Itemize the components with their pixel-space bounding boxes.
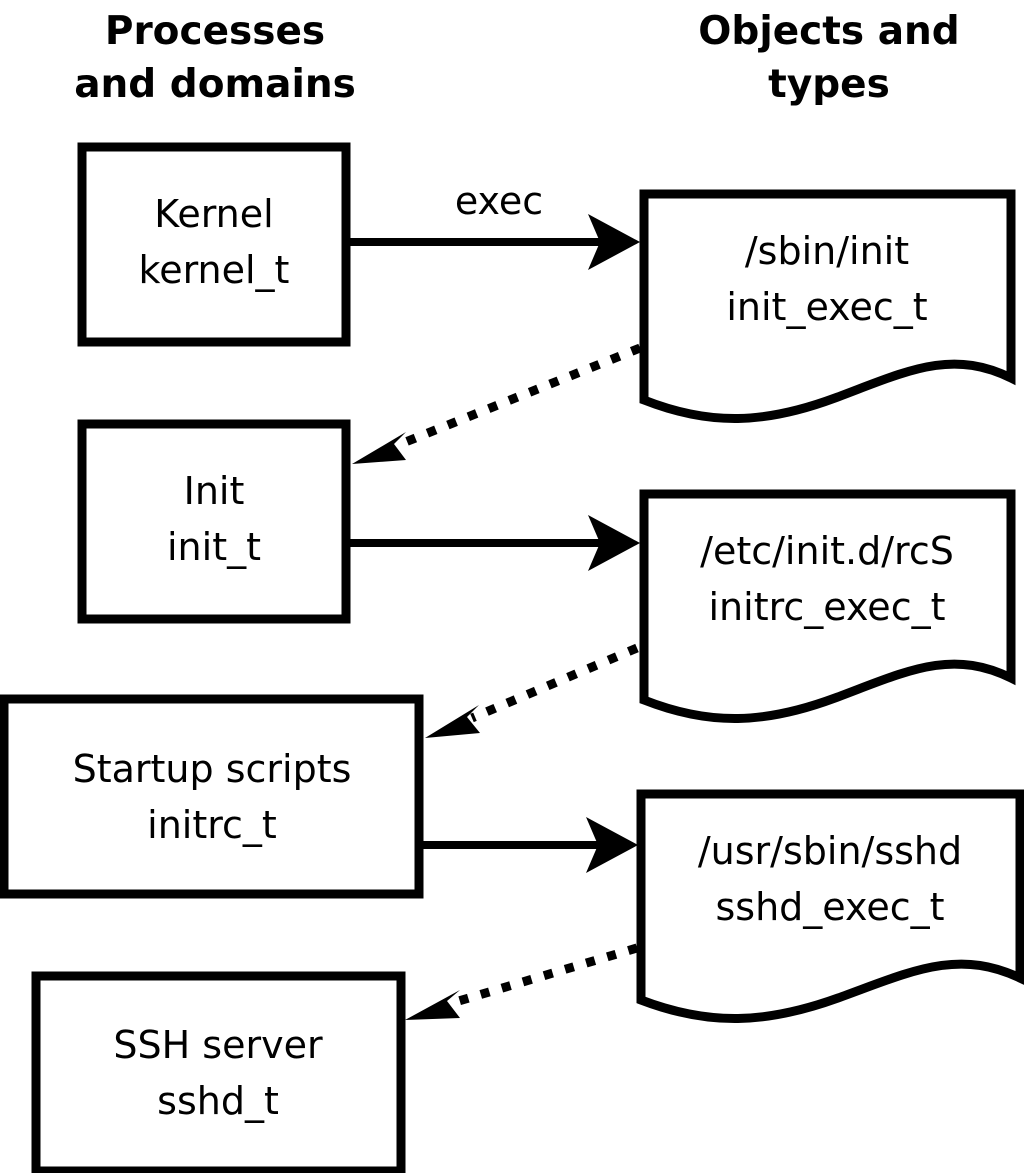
- process-node-kernel-box[interactable]: [77, 142, 351, 347]
- process-node-initrc-box[interactable]: [0, 694, 424, 899]
- column-header-objects: Objects and types: [698, 9, 959, 107]
- column-header-processes: Processes and domains: [74, 9, 356, 107]
- arrow-head-icon: [588, 515, 640, 571]
- object-node-init-exec-document-shape[interactable]: [639, 189, 1016, 424]
- object-node-initrc-exec-line1: /etc/init.d/rcS: [700, 529, 954, 573]
- process-node-init-line2: init_t: [167, 525, 261, 569]
- process-node-sshd-line2: sshd_t: [157, 1079, 279, 1123]
- process-node-init[interactable]: Init init_t: [77, 419, 351, 624]
- process-node-init-box[interactable]: [77, 419, 351, 624]
- column-header-processes-line2: and domains: [74, 62, 356, 107]
- process-node-kernel-line1: Kernel: [154, 192, 273, 236]
- edge-initrc-exec-transition-initrc: [425, 643, 639, 738]
- arrow-head-icon: [405, 990, 460, 1020]
- edge-label-exec: exec: [455, 179, 543, 223]
- column-header-objects-line2: types: [768, 62, 890, 107]
- arrow-head-icon: [586, 817, 638, 873]
- process-node-initrc-line1: Startup scripts: [73, 747, 352, 791]
- arrow-head-icon: [588, 214, 640, 270]
- column-header-processes-line1: Processes: [105, 9, 325, 54]
- process-node-sshd[interactable]: SSH server sshd_t: [31, 971, 406, 1173]
- edge-init-exec-transition-init: [352, 343, 642, 464]
- edge-init-exec-initrc-exec: [350, 515, 640, 571]
- object-node-init-exec-line2: init_exec_t: [726, 285, 927, 329]
- process-node-initrc-line2: initrc_t: [147, 803, 277, 847]
- object-node-initrc-exec-line2: initrc_exec_t: [709, 585, 946, 629]
- object-node-sshd-exec-line2: sshd_exec_t: [715, 885, 944, 929]
- object-node-sshd-exec[interactable]: /usr/sbin/sshd sshd_exec_t: [636, 789, 1024, 1024]
- process-node-kernel[interactable]: Kernel kernel_t: [77, 142, 351, 347]
- edge-line: [396, 343, 642, 450]
- column-header-objects-line1: Objects and: [698, 9, 959, 54]
- arrow-head-icon: [425, 705, 480, 738]
- edge-line: [470, 643, 639, 723]
- edge-sshd-exec-transition-sshd: [405, 943, 639, 1020]
- edge-kernel-exec-init-exec: exec: [350, 179, 640, 270]
- process-node-sshd-line1: SSH server: [113, 1023, 323, 1067]
- edge-line: [450, 943, 639, 1008]
- object-node-initrc-exec[interactable]: /etc/init.d/rcS initrc_exec_t: [639, 489, 1016, 724]
- arrow-head-icon: [352, 432, 406, 464]
- object-node-init-exec-line1: /sbin/init: [745, 229, 909, 273]
- process-node-init-line1: Init: [184, 469, 245, 513]
- process-node-sshd-box[interactable]: [31, 971, 406, 1173]
- object-node-init-exec[interactable]: /sbin/init init_exec_t: [639, 189, 1016, 424]
- object-node-initrc-exec-document-shape[interactable]: [639, 489, 1016, 724]
- edge-initrc-exec-sshd-exec: [423, 817, 638, 873]
- object-node-sshd-exec-document-shape[interactable]: [636, 789, 1024, 1024]
- object-node-sshd-exec-line1: /usr/sbin/sshd: [698, 829, 962, 873]
- process-node-kernel-line2: kernel_t: [139, 248, 290, 292]
- process-node-initrc[interactable]: Startup scripts initrc_t: [0, 694, 424, 899]
